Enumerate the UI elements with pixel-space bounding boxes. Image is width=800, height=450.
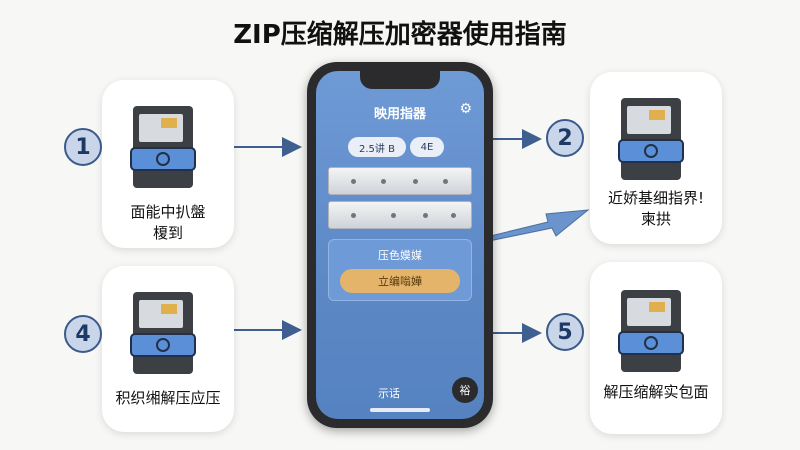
file-slab-top [328, 167, 472, 195]
phone-notch [360, 71, 440, 89]
step-card-2: 近娇基细指界! 柬拱 [590, 72, 722, 244]
arrow-phone-to-2-big [481, 209, 590, 243]
file-size-chip: 2.5讲 B [348, 137, 406, 157]
panel-title: 压色嫫媒 [378, 249, 422, 262]
step-2-label-line2: 柬拱 [640, 210, 671, 228]
step-card-1: 面能中扒盤 榎到 [102, 80, 234, 248]
card-reader-device-icon [130, 292, 196, 374]
step-badge-2: 2 [546, 119, 584, 157]
home-indicator [370, 408, 430, 412]
step-4-label-line1: 积织缃解压应压 [115, 389, 221, 407]
app-title: 映用指器 [373, 107, 426, 122]
step-2-label: 近娇基细指界! 柬拱 [590, 188, 722, 230]
step-5-label: 解压缩解实包面 [590, 382, 722, 403]
step-1-label-line1: 面能中扒盤 [130, 203, 206, 221]
step-5-label-line1: 解压缩解实包面 [603, 383, 709, 401]
step-1-label: 面能中扒盤 榎到 [102, 202, 234, 244]
step-1-label-line2: 榎到 [152, 224, 183, 242]
page-title: ZIP压缩解压加密器使用指南 [233, 20, 567, 50]
step-badge-1: 1 [64, 128, 102, 166]
step-2-label-line1: 近娇基细指界! [607, 189, 704, 207]
card-reader-device-icon [618, 290, 684, 372]
step-badge-4: 4 [64, 315, 102, 353]
smartphone: 映用指器 ⚙ 2.5讲 B 4E 压色嫫媒 立编嗡嬅 示话 裕 [307, 62, 493, 428]
phone-screen: 映用指器 ⚙ 2.5讲 B 4E 压色嫫媒 立编嗡嬅 示话 裕 [316, 71, 484, 419]
card-reader-device-icon [618, 98, 684, 180]
bottom-round-button[interactable]: 裕 [452, 377, 478, 403]
step-4-label: 积织缃解压应压 [102, 388, 234, 409]
step-card-5: 解压缩解实包面 [590, 262, 722, 434]
bottom-label[interactable]: 示话 [378, 387, 400, 400]
file-code-chip: 4E [410, 137, 444, 157]
file-slab-bottom [328, 201, 472, 229]
step-badge-5: 5 [546, 313, 584, 351]
panel-action-button[interactable]: 立编嗡嬅 [340, 269, 460, 293]
gear-icon[interactable]: ⚙ [459, 101, 472, 117]
step-card-4: 积织缃解压应压 [102, 266, 234, 432]
action-panel: 压色嫫媒 立编嗡嬅 [328, 239, 472, 301]
card-reader-device-icon [130, 106, 196, 188]
